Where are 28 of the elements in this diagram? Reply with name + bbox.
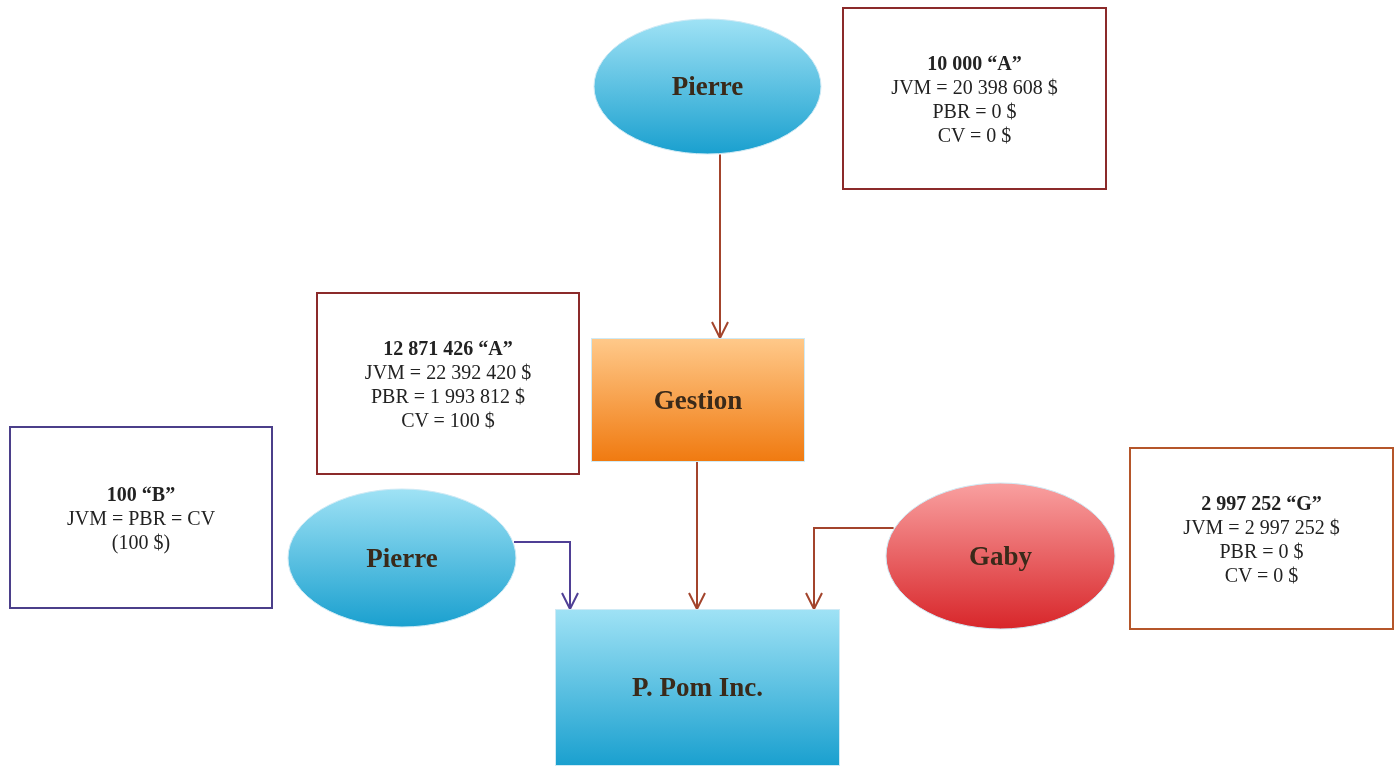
node-label: P. Pom Inc. xyxy=(632,672,763,703)
info-box xyxy=(1129,447,1394,630)
arrow xyxy=(711,153,729,339)
node-label: Gaby xyxy=(969,540,1032,572)
share-heading: 12 871 426 “A” xyxy=(383,335,513,360)
arrow xyxy=(688,461,706,610)
share-heading: 2 997 252 “G” xyxy=(1201,490,1322,515)
value-line: CV = 0 $ xyxy=(937,122,1012,147)
value-line: JVM = 2 997 252 $ xyxy=(1183,514,1340,539)
value-line: (100 $) xyxy=(111,529,171,554)
info-box xyxy=(316,292,580,475)
node-label: Pierre xyxy=(671,71,744,102)
value-line: CV = 0 $ xyxy=(1224,562,1299,587)
arrow xyxy=(805,527,895,610)
info-box xyxy=(9,426,273,609)
value-line: JVM = 22 392 420 $ xyxy=(364,359,532,384)
value-line: JVM = PBR = CV xyxy=(66,505,216,530)
share-heading: 100 “B” xyxy=(106,481,176,506)
node-label: Gestion xyxy=(653,384,743,416)
value-line: PBR = 0 $ xyxy=(932,98,1017,123)
info-box xyxy=(842,7,1107,190)
value-line: JVM = 20 398 608 $ xyxy=(891,74,1058,99)
value-line: PBR = 1 993 812 $ xyxy=(370,383,526,408)
arrow xyxy=(512,541,579,610)
value-line: PBR = 0 $ xyxy=(1219,538,1304,563)
node-label: Pierre xyxy=(366,542,438,574)
value-line: CV = 100 $ xyxy=(401,407,495,432)
share-heading: 10 000 “A” xyxy=(927,50,1022,75)
